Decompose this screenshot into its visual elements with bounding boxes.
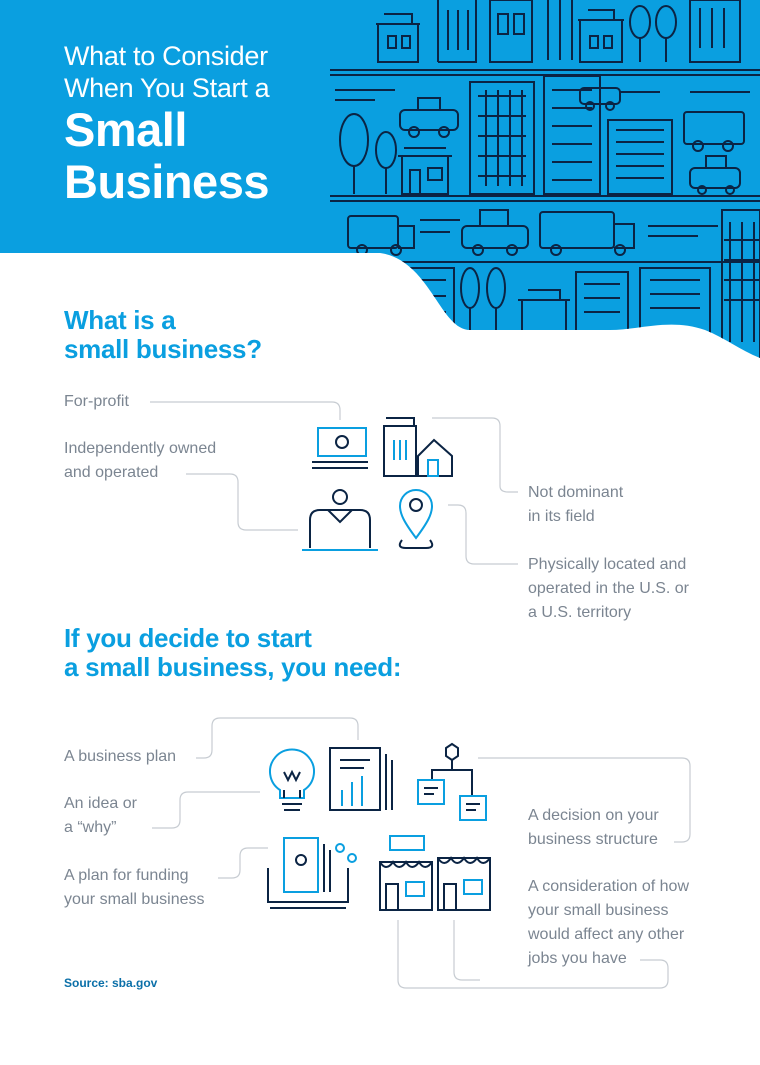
label-independent-line2: and operated [64, 464, 159, 481]
section2-heading-line2: a small business, you need: [64, 652, 402, 682]
label-independent: Independently owned and operated [64, 437, 216, 485]
section1-heading-line2: small business? [64, 334, 262, 364]
label-idea: An idea or a “why” [64, 792, 137, 840]
label-funding-line2: your small business [64, 891, 205, 908]
storefront-icon [379, 835, 491, 911]
person-icon [302, 489, 378, 551]
label-for-profit: For-profit [64, 393, 129, 410]
label-funding: A plan for funding your small business [64, 864, 205, 912]
location-pin-icon [398, 489, 434, 549]
label-located-line2: operated in the U.S. or [528, 580, 689, 597]
label-structure: A decision on your business structure [528, 804, 659, 852]
house-icon [417, 438, 453, 477]
label-other-jobs-line3: would affect any other [528, 926, 685, 943]
title-line-4: Business [64, 155, 269, 208]
label-idea-line2: a “why” [64, 819, 117, 836]
money-icon [312, 427, 368, 469]
page-title-emphasis: Small Business [64, 104, 269, 208]
section2-connectors [152, 717, 691, 989]
label-structure-line1: A decision on your [528, 807, 659, 824]
label-other-jobs: A consideration of how your small busine… [528, 875, 689, 971]
section2-heading: If you decide to start a small business,… [64, 623, 402, 682]
label-idea-line1: An idea or [64, 795, 137, 812]
org-chart-icon [417, 742, 487, 821]
label-other-jobs-line4: jobs you have [528, 950, 627, 967]
label-independent-line1: Independently owned [64, 440, 217, 457]
office-building-icon [383, 417, 417, 477]
label-not-dominant: Not dominant in its field [528, 481, 623, 529]
label-other-jobs-line2: your small business [528, 902, 669, 919]
label-funding-line1: A plan for funding [64, 867, 189, 884]
label-located: Physically located and operated in the U… [528, 553, 689, 625]
label-other-jobs-line1: A consideration of how [528, 878, 689, 895]
page-title: What to Consider When You Start a [64, 40, 270, 104]
lightbulb-icon [269, 748, 315, 811]
label-not-dominant-line1: Not dominant [528, 484, 624, 501]
label-located-line1: Physically located and [528, 556, 687, 573]
document-chart-icon [329, 747, 393, 811]
title-line-2: When You Start a [64, 73, 270, 103]
section2-heading-line1: If you decide to start [64, 623, 312, 653]
section1-heading-line1: What is a [64, 305, 176, 335]
section1-connectors [150, 401, 518, 565]
title-line-1: What to Consider [64, 41, 268, 71]
label-not-dominant-line2: in its field [528, 508, 595, 525]
source-citation: Source: sba.gov [64, 976, 158, 990]
label-structure-line2: business structure [528, 831, 658, 848]
label-located-line3: a U.S. territory [528, 604, 632, 621]
header-banner [0, 0, 760, 358]
funding-icon [267, 837, 357, 909]
title-line-3: Small [64, 103, 187, 156]
section1-heading: What is a small business? [64, 306, 262, 364]
label-business-plan: A business plan [64, 748, 177, 765]
